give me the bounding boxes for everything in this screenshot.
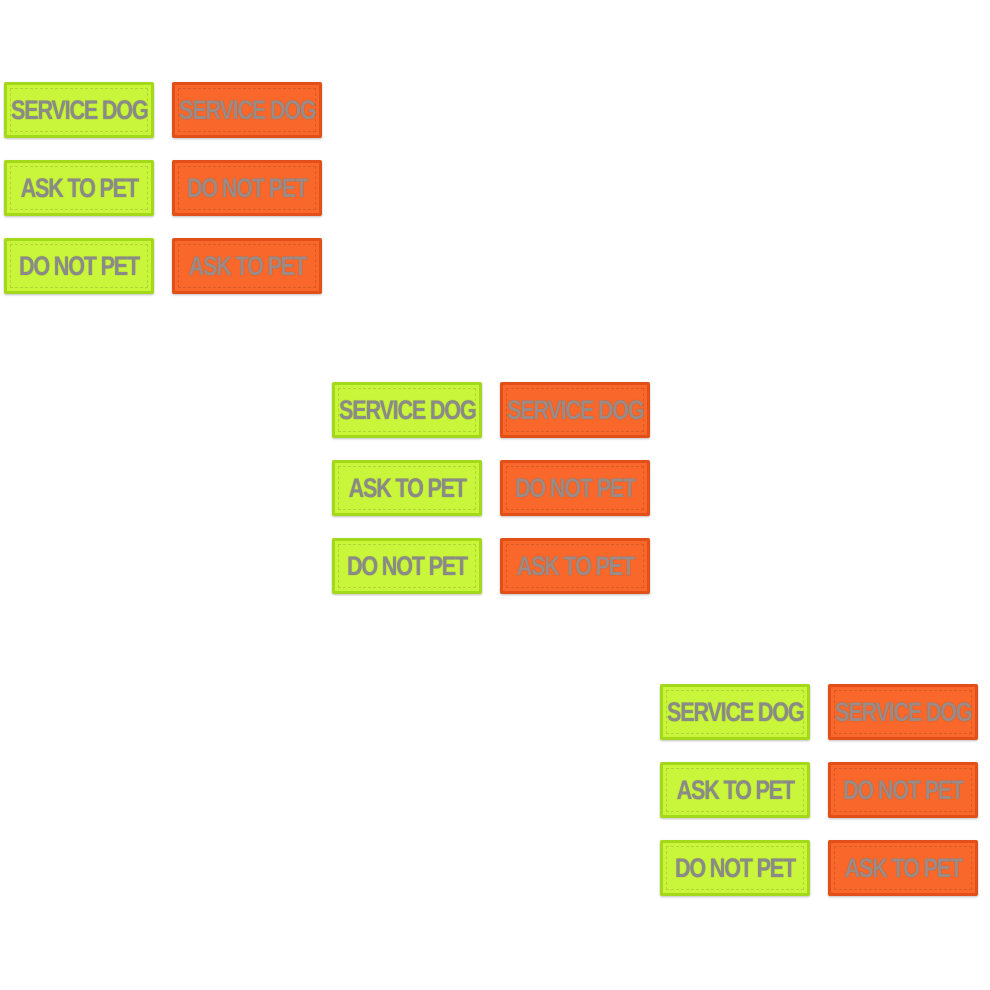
- orange-patch-service-dog: SERVICE DOG: [500, 382, 650, 438]
- green-patch-service-dog: SERVICE DOG: [660, 684, 810, 740]
- patch-label: ASK TO PET: [844, 852, 962, 883]
- patch-set-2: SERVICE DOG ASK TO PET DO NOT PET SERVIC…: [332, 382, 656, 598]
- patch-label: ASK TO PET: [188, 250, 306, 281]
- patch-label: SERVICE DOG: [666, 696, 805, 727]
- green-patch-do-not-pet: DO NOT PET: [660, 840, 810, 896]
- patch-label: ASK TO PET: [348, 472, 466, 503]
- patch-label: DO NOT PET: [19, 250, 140, 281]
- patch-label: ASK TO PET: [676, 774, 794, 805]
- patch-label: SERVICE DOG: [10, 94, 149, 125]
- orange-patch-do-not-pet: DO NOT PET: [828, 762, 978, 818]
- green-patch-do-not-pet: DO NOT PET: [4, 238, 154, 294]
- patch-label: ASK TO PET: [516, 550, 634, 581]
- green-patch-ask-to-pet: ASK TO PET: [660, 762, 810, 818]
- patch-label: DO NOT PET: [843, 774, 964, 805]
- patch-label: DO NOT PET: [347, 550, 468, 581]
- patch-label: SERVICE DOG: [178, 94, 317, 125]
- orange-patch-service-dog: SERVICE DOG: [172, 82, 322, 138]
- orange-patch-ask-to-pet: ASK TO PET: [500, 538, 650, 594]
- orange-patch-ask-to-pet: ASK TO PET: [172, 238, 322, 294]
- patch-set-3: SERVICE DOG ASK TO PET DO NOT PET SERVIC…: [660, 684, 984, 900]
- green-patch-do-not-pet: DO NOT PET: [332, 538, 482, 594]
- green-patch-ask-to-pet: ASK TO PET: [4, 160, 154, 216]
- patch-label: DO NOT PET: [515, 472, 636, 503]
- patch-label: SERVICE DOG: [834, 696, 973, 727]
- patch-set-1: SERVICE DOG ASK TO PET DO NOT PET SERVIC…: [4, 82, 328, 298]
- green-patch-ask-to-pet: ASK TO PET: [332, 460, 482, 516]
- patch-label: DO NOT PET: [675, 852, 796, 883]
- orange-patch-do-not-pet: DO NOT PET: [172, 160, 322, 216]
- orange-patch-service-dog: SERVICE DOG: [828, 684, 978, 740]
- green-patch-service-dog: SERVICE DOG: [4, 82, 154, 138]
- orange-patch-ask-to-pet: ASK TO PET: [828, 840, 978, 896]
- orange-patch-do-not-pet: DO NOT PET: [500, 460, 650, 516]
- patch-label: SERVICE DOG: [506, 394, 645, 425]
- green-patch-service-dog: SERVICE DOG: [332, 382, 482, 438]
- patch-label: ASK TO PET: [20, 172, 138, 203]
- patch-label: DO NOT PET: [187, 172, 308, 203]
- patch-label: SERVICE DOG: [338, 394, 477, 425]
